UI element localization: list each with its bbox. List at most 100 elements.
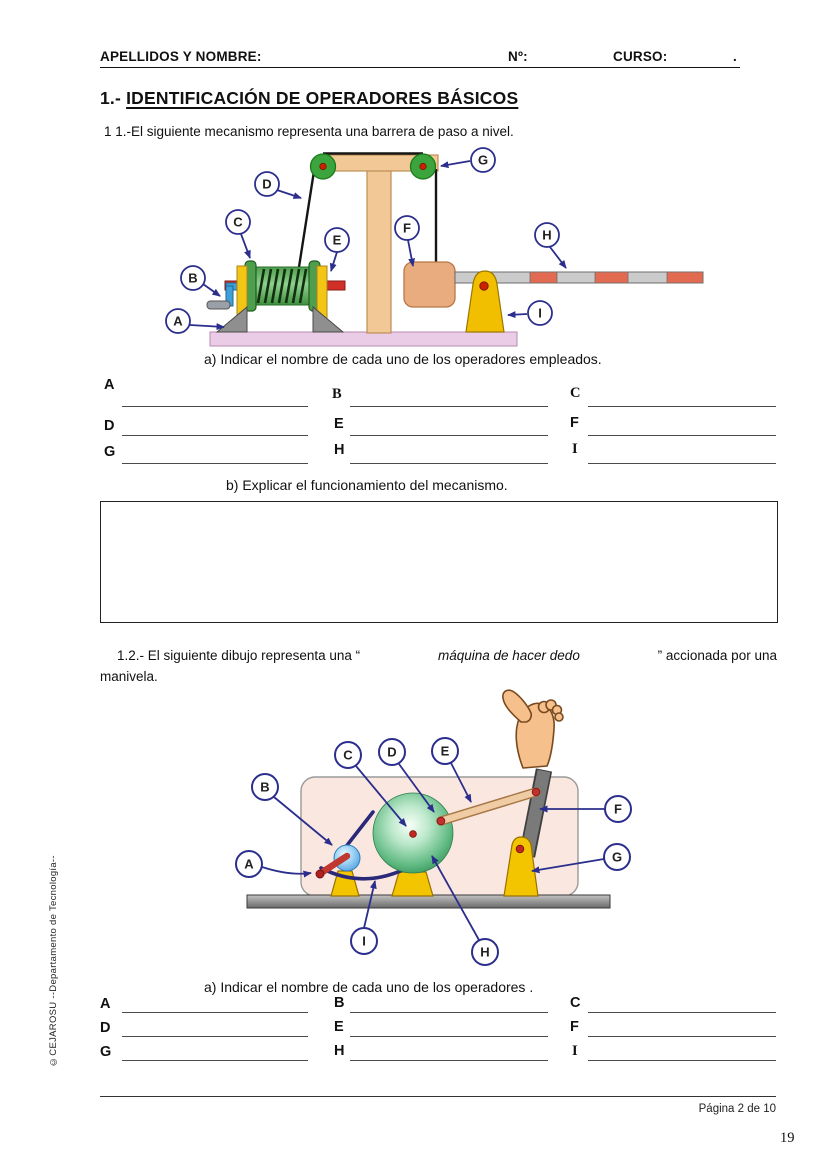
- diagram1-label-d: D: [262, 177, 271, 192]
- answer-line[interactable]: [588, 1036, 776, 1037]
- drum-coil: [284, 268, 294, 304]
- exercise2-intro-line1: 1.2.- El siguiente dibujo representa una…: [117, 648, 777, 663]
- diagram1-labels: A B C D E F G H I: [165, 147, 560, 334]
- answer-line[interactable]: [122, 435, 308, 436]
- sphere-axle-dot: [409, 830, 417, 838]
- support-triangle-left: [215, 305, 248, 333]
- diagram1-label-f: F: [403, 221, 411, 236]
- header-underline: [100, 50, 740, 68]
- diagram1-label-h: H: [542, 228, 551, 243]
- barrier-red-segment: [666, 271, 704, 284]
- footer-page-info: Página 2 de 10: [698, 1103, 776, 1115]
- label-circle-i: [527, 300, 553, 326]
- answer-line[interactable]: [122, 1012, 308, 1013]
- answer-line[interactable]: [122, 463, 308, 464]
- base-bar: [246, 894, 611, 909]
- pivot-pin-dot: [479, 281, 489, 291]
- blank-letter-c1: C: [570, 385, 581, 401]
- blank-letter-h1: H: [334, 442, 345, 458]
- exercise1-intro: 1 1.-El siguiente mecanismo representa u…: [104, 124, 514, 139]
- diagram2-label-g: G: [612, 850, 622, 865]
- label-circle-d: [254, 171, 280, 197]
- diagram1-barrier-mechanism: A B C D E F G H I: [165, 147, 704, 347]
- answer-line[interactable]: [350, 1036, 548, 1037]
- diagram2-thumb-machine: A B C D E F G H I: [235, 689, 632, 966]
- diagram1-label-a: A: [173, 314, 183, 329]
- blank-letter-a2: A: [100, 996, 111, 1012]
- barrier-red-segment: [529, 271, 558, 284]
- answer-line[interactable]: [588, 406, 776, 407]
- answer-line[interactable]: [350, 406, 548, 407]
- diagram2-label-a: A: [244, 857, 254, 872]
- answer-line[interactable]: [350, 435, 548, 436]
- answer-line[interactable]: [122, 406, 308, 407]
- diagram2-label-i: I: [362, 934, 366, 949]
- exercise2-question-a: a) Indicar el nombre de cada uno de los …: [204, 979, 534, 995]
- title-underlined: IDENTIFICACIÓN DE OPERADORES BÁSICOS: [126, 88, 519, 108]
- answer-line[interactable]: [588, 435, 776, 436]
- title-prefix: 1.-: [100, 88, 127, 108]
- base-platform: [209, 331, 518, 347]
- answer-line[interactable]: [122, 1060, 308, 1061]
- exercise1-question-b: b) Explicar el funcionamiento del mecani…: [226, 477, 508, 493]
- crank-handle: [206, 300, 231, 310]
- label-circle-i: [350, 927, 378, 955]
- label-circle-h: [534, 222, 560, 248]
- answer-line[interactable]: [350, 1060, 548, 1061]
- blank-letter-b1: B: [332, 386, 342, 402]
- blank-letter-a1: A: [104, 377, 115, 393]
- drum-coil: [291, 268, 301, 304]
- diagram1-label-g: G: [478, 153, 488, 168]
- label-circle-d: [378, 738, 406, 766]
- diagram1-label-e: E: [333, 233, 342, 248]
- answer-line[interactable]: [588, 463, 776, 464]
- cord-lower: [319, 866, 407, 881]
- answer-line[interactable]: [350, 1012, 548, 1013]
- number-field-label: Nº:: [508, 49, 528, 64]
- exercise2-intro-suffix: ” accionada por una: [657, 648, 777, 663]
- label-circle-f: [394, 215, 420, 241]
- blank-letter-f2: F: [570, 1019, 579, 1035]
- blank-letter-f1: F: [570, 415, 579, 431]
- page-number: 19: [780, 1130, 795, 1146]
- answer-line[interactable]: [588, 1060, 776, 1061]
- finger: [554, 712, 564, 722]
- support-middle: [391, 871, 434, 897]
- diagram1-arrows: [189, 160, 567, 331]
- sidebar-credit-text: ©CEJAROSU --Departamento de Tecnología--: [48, 855, 59, 1067]
- exercise2-intro-line2: manivela.: [100, 669, 158, 684]
- hand-illustration: [502, 689, 564, 769]
- diagram2-label-c: C: [343, 748, 353, 763]
- blank-letter-i2: I: [572, 1043, 578, 1059]
- blank-letter-d2: D: [100, 1020, 111, 1036]
- header-trailing-dot: .: [733, 49, 737, 64]
- exercise2-intro-italic: máquina de hacer dedo: [437, 648, 580, 663]
- rod-pin-left: [436, 816, 446, 826]
- diagram2-label-e: E: [441, 744, 450, 759]
- label-circle-e: [431, 737, 459, 765]
- footer-rule: [100, 1096, 776, 1097]
- answer-line[interactable]: [588, 1012, 776, 1013]
- drum-coil: [277, 268, 287, 304]
- pulley-left-axle-dot: [319, 162, 327, 171]
- diagram1-label-c: C: [233, 215, 243, 230]
- diagram2-label-b: B: [260, 780, 269, 795]
- thumb: [502, 689, 533, 723]
- page-title: 1.- IDENTIFICACIÓN DE OPERADORES BÁSICOS: [100, 88, 518, 109]
- course-field-label: CURSO:: [613, 49, 668, 64]
- explanation-answer-box[interactable]: [100, 501, 778, 623]
- diagram2-arrows: [261, 762, 605, 941]
- answer-line[interactable]: [350, 463, 548, 464]
- blank-letter-d1: D: [104, 418, 115, 434]
- answer-line[interactable]: [122, 1036, 308, 1037]
- connecting-rod: [437, 788, 540, 825]
- label-circle-c: [225, 209, 251, 235]
- name-field-label: APELLIDOS Y NOMBRE:: [100, 49, 262, 64]
- exercise1-question-a: a) Indicar el nombre de cada uno de los …: [204, 351, 602, 367]
- label-circle-b: [180, 265, 206, 291]
- support-triangle-right: [312, 305, 345, 333]
- rod-pin-right: [531, 787, 541, 797]
- diagram2-labels: A B C D E F G H I: [235, 737, 632, 966]
- label-circle-g: [603, 843, 631, 871]
